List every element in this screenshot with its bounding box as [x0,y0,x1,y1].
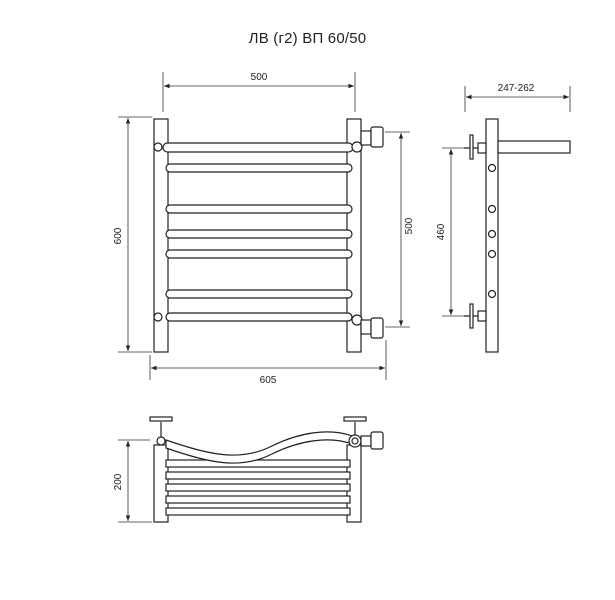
side-rung-end [487,229,497,239]
side-rung-end [487,289,497,299]
shelf-bar [165,459,351,468]
shelf-bar [165,483,351,492]
side-top-bracket [477,142,487,154]
side-rung-end [487,204,497,214]
rung-3 [165,229,353,239]
drawing-title: ЛВ (г2) ВП 60/50 [248,30,367,47]
dim-overall-width: 605 [260,375,277,386]
shelf-bar [165,495,351,504]
dim-front-width: 500 [251,72,268,83]
right-bottom-connector [370,317,384,339]
dim-side-mount: 460 [436,223,447,240]
dim-side-depth: 247-262 [498,83,535,94]
side-bottom-flange [469,303,474,329]
top-left-holder [156,436,166,446]
dim-top-depth: 200 [113,473,124,490]
side-rung-end [487,163,497,173]
side-connection-pipe [497,140,571,154]
top-right-connector [370,431,384,450]
top-right-coupling [360,435,372,447]
side-bottom-bracket [477,310,487,322]
rung-6 [165,312,353,322]
rung-5 [165,289,353,299]
top-right-nut-core [351,437,359,445]
left-bottom-holder [153,312,163,322]
right-top-nut [351,141,363,153]
front-dimensions [118,72,410,380]
top-dimensions [118,439,152,523]
side-rung-end [487,249,497,259]
dim-connection-distance: 500 [404,217,415,234]
side-view [464,118,571,353]
rung-4 [165,249,353,259]
left-top-holder [153,142,163,152]
rung-top [162,142,354,153]
side-top-flange [469,134,474,160]
shelf-bar [165,507,351,516]
front-view [153,118,384,353]
shelf-bar [165,471,351,480]
right-top-coupling [360,130,372,146]
rung-1 [165,163,353,173]
top-view [149,416,384,523]
right-bottom-coupling [360,319,372,335]
top-left-flange [149,416,173,422]
wave-top-bar [165,431,353,464]
side-dimensions [442,86,571,317]
top-right-flange [343,416,367,422]
right-top-connector [370,126,384,148]
rung-2 [165,204,353,214]
dim-front-height: 600 [113,227,124,244]
